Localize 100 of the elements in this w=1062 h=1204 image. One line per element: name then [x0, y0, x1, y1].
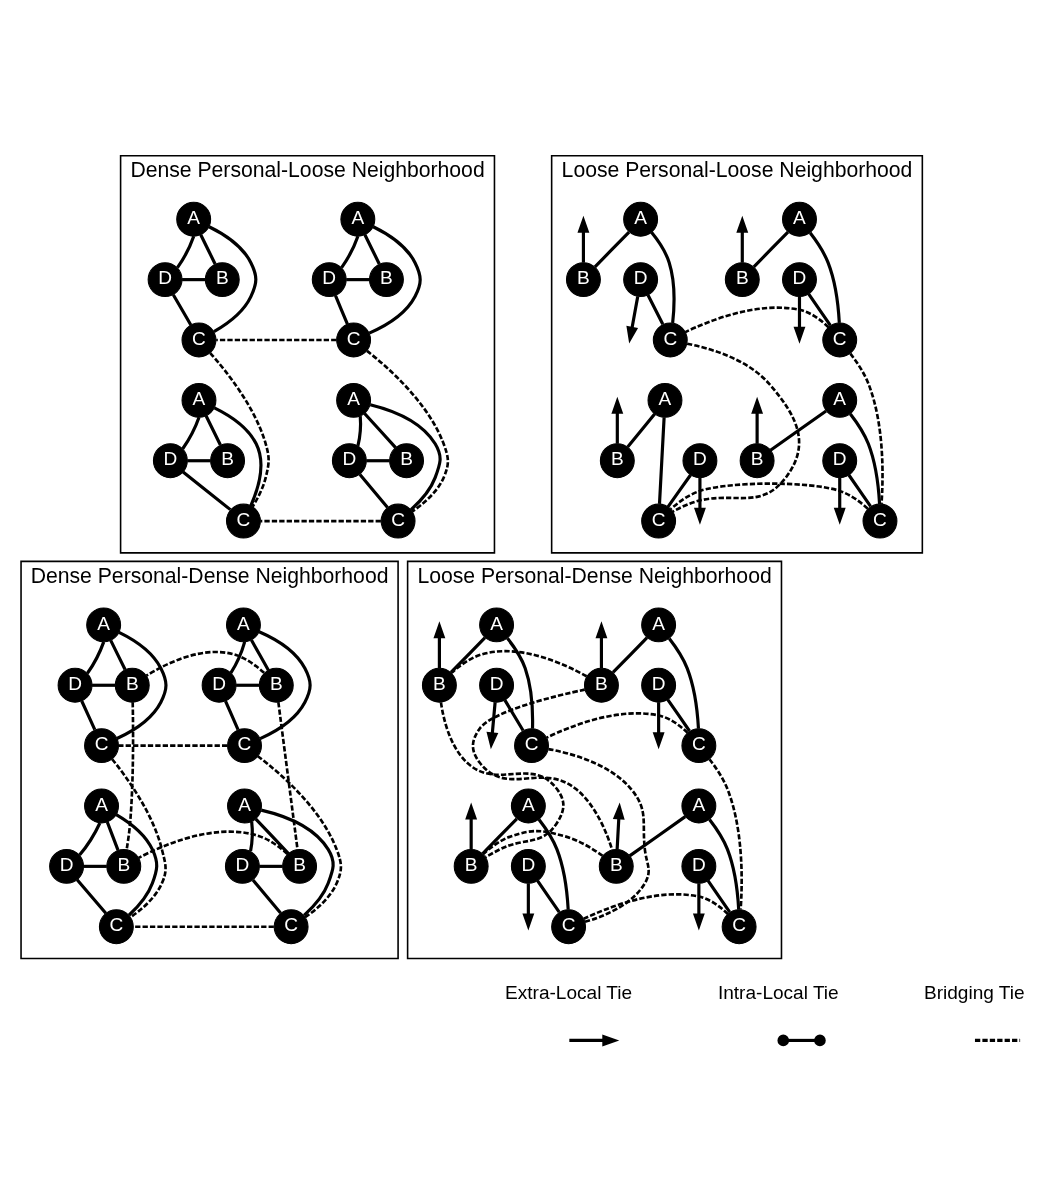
connector [260, 519, 381, 522]
connector [666, 473, 692, 508]
arrow [692, 882, 705, 930]
node-circle: A [176, 201, 212, 237]
connector [450, 649, 588, 677]
node-circle: B [565, 261, 601, 297]
node-circle: B [599, 442, 635, 478]
node-circle: B [368, 261, 404, 297]
node-circle: D [623, 261, 659, 297]
node-circle: A [336, 382, 372, 418]
connector [86, 640, 106, 674]
legend-label: Extra-Local Tie [505, 981, 633, 1003]
node-circle: A [340, 201, 376, 237]
connector [847, 473, 872, 507]
node-circle: A [86, 606, 122, 642]
connector [706, 879, 732, 913]
connector [346, 277, 370, 281]
connector [481, 817, 518, 855]
connector [769, 409, 827, 452]
arrow [433, 620, 446, 668]
connector [118, 743, 228, 747]
connector [105, 821, 120, 851]
node-circle: D [152, 442, 188, 478]
node-circle: B [583, 667, 619, 703]
node-circle: C [336, 322, 372, 357]
node-circle: B [739, 442, 775, 478]
legend-label: Bridging Tie [923, 981, 1025, 1003]
node-circle: B [210, 442, 246, 478]
node-circle: D [682, 442, 718, 478]
arrow [465, 801, 478, 849]
connector [611, 636, 649, 674]
node-circle: A [782, 201, 817, 237]
arrow [793, 296, 806, 344]
node-circle: D [311, 261, 347, 297]
connector [250, 638, 270, 671]
connector [224, 699, 240, 730]
connector [80, 699, 97, 730]
connector [546, 711, 689, 739]
connector [471, 687, 614, 850]
connector [503, 698, 525, 731]
connector [482, 829, 604, 857]
connector [236, 683, 260, 687]
connector [208, 224, 258, 333]
connector [684, 305, 830, 333]
node-circle: B [258, 667, 294, 703]
node-circle: C [181, 322, 217, 357]
connector [363, 233, 381, 265]
connector [248, 820, 254, 851]
node-circle: A [822, 382, 858, 418]
node-circle: A [641, 606, 677, 642]
connector [251, 878, 282, 914]
connector [366, 349, 450, 513]
connector [209, 351, 270, 507]
connector [672, 341, 801, 513]
connector [369, 402, 442, 511]
node-circle: C [862, 503, 898, 539]
node-circle: A [510, 788, 546, 823]
connector [808, 231, 841, 323]
connector [366, 458, 390, 462]
arrow [612, 801, 625, 849]
node-circle: D [782, 261, 817, 297]
connector [182, 470, 232, 511]
arrow [751, 396, 764, 444]
node-circle: B [114, 667, 150, 703]
arrow [626, 295, 640, 344]
node-circle: D [49, 848, 85, 884]
node-circle: C [822, 322, 858, 357]
node-circle: C [273, 908, 309, 944]
connector [439, 701, 565, 858]
node-circle: D [331, 442, 367, 478]
node-circle: A [647, 382, 683, 418]
node-circle: C [514, 727, 549, 763]
connector [182, 277, 206, 281]
node-circle: D [822, 442, 858, 478]
node-circle: C [227, 727, 262, 763]
arrow [693, 477, 706, 525]
node-circle: A [623, 201, 659, 237]
arrow [486, 701, 499, 749]
connector [650, 230, 676, 323]
connector [229, 640, 247, 674]
connector [171, 293, 193, 326]
node-circle: A [84, 788, 119, 823]
connector [216, 338, 337, 341]
connector [752, 230, 790, 268]
arrow [577, 215, 590, 263]
connector [340, 235, 360, 269]
node-circle: C [226, 503, 261, 539]
node-circle: B [453, 848, 489, 884]
node-circle: A [479, 606, 515, 642]
connector [334, 294, 349, 325]
node-circle: A [226, 606, 261, 642]
node-circle: D [641, 667, 677, 703]
connector [626, 412, 656, 448]
connector [92, 683, 116, 687]
connector [75, 878, 108, 914]
connector [213, 405, 263, 506]
arrow [611, 396, 624, 444]
node-circle: B [282, 848, 318, 884]
connector [506, 636, 535, 729]
connector [548, 747, 650, 923]
